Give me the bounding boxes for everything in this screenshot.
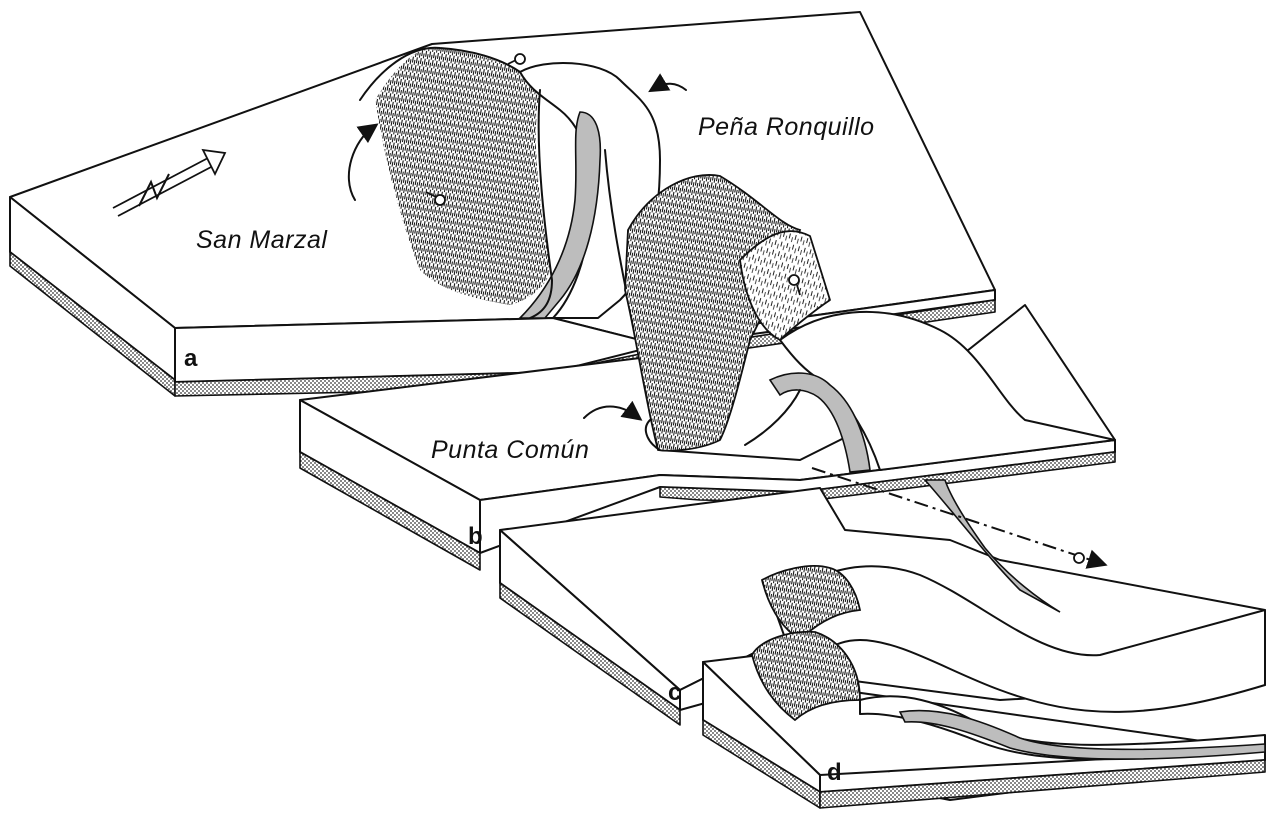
panel-c bbox=[500, 480, 1265, 725]
label-punta-comun: Punta Común bbox=[431, 436, 589, 464]
label-pena-ronquillo: Peña Ronquillo bbox=[698, 113, 875, 141]
younging-symbol-icon-4 bbox=[1074, 553, 1084, 563]
panel-label-a: a bbox=[184, 345, 198, 372]
panel-label-d: d bbox=[827, 759, 842, 786]
panel-label-c: c bbox=[668, 679, 681, 706]
panel-label-b: b bbox=[468, 523, 483, 550]
label-san-marzal: San Marzal bbox=[196, 226, 328, 254]
